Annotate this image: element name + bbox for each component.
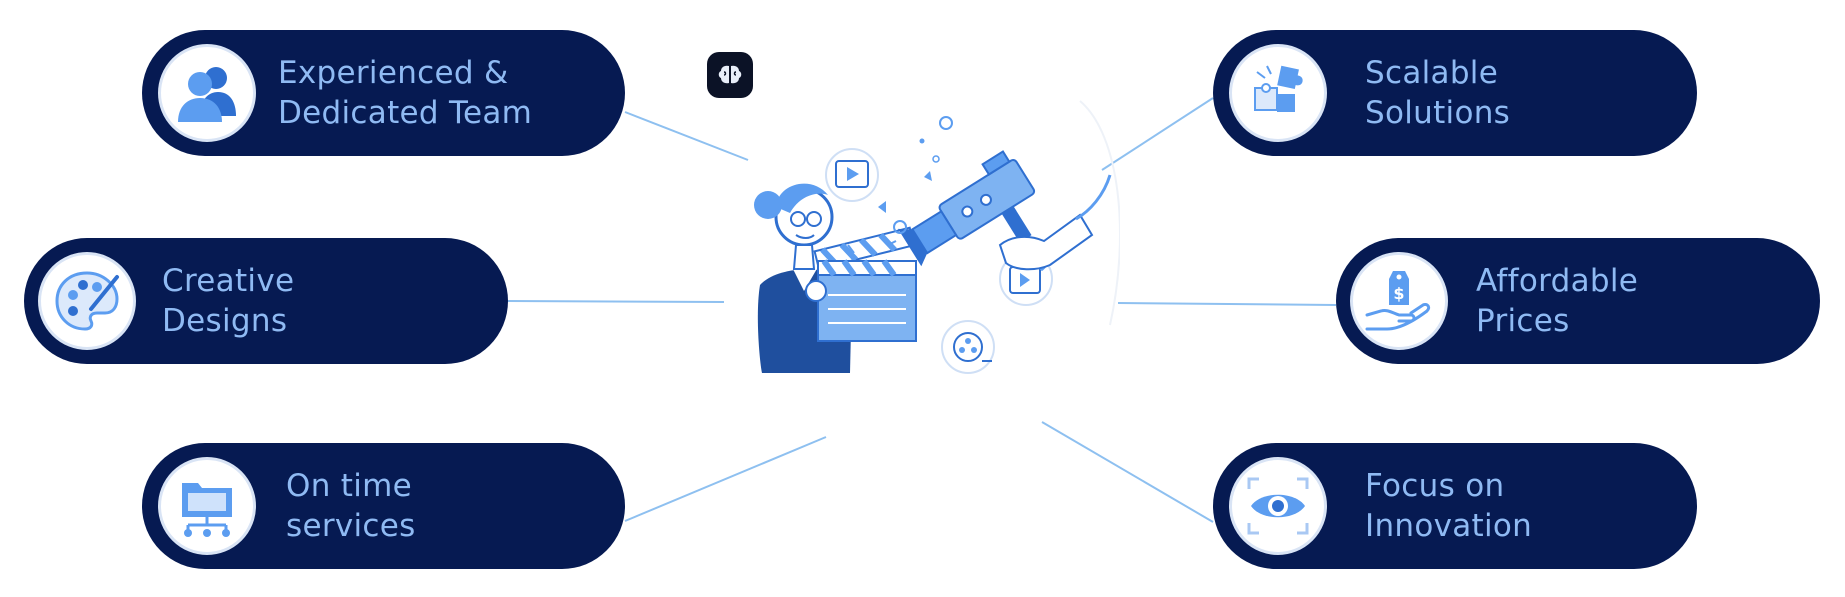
eye-focus-icon <box>1247 477 1309 535</box>
feature-label-line-2: Designs <box>162 303 288 339</box>
confetti-decoration <box>847 116 953 254</box>
feature-pill-on-time-services: On time services <box>142 443 625 569</box>
connector-scalable-solutions <box>1101 97 1214 171</box>
feature-pill-focus-innovation: Focus on Innovation <box>1213 443 1697 569</box>
feature-label-line-2: Prices <box>1476 303 1570 339</box>
paint-palette-icon <box>55 271 119 331</box>
feature-badge: $ <box>1350 252 1448 350</box>
feature-pill-creative-designs: Creative Designs <box>24 238 508 364</box>
feature-pill-scalable-solutions: Scalable Solutions <box>1213 30 1697 156</box>
feature-label-line-1: Focus on <box>1365 468 1505 504</box>
feature-label-line-2: Solutions <box>1365 95 1511 131</box>
feature-badge <box>1229 457 1327 555</box>
feature-label: Creative Designs <box>162 261 294 341</box>
feature-label-line-1: Creative <box>162 263 295 299</box>
feature-badge <box>38 252 136 350</box>
feature-badge <box>1229 44 1327 142</box>
puzzle-pieces-icon <box>1254 65 1303 112</box>
brain-badge <box>707 52 753 98</box>
feature-label: Affordable Prices <box>1476 261 1638 341</box>
connector-experienced-team <box>624 111 749 161</box>
connector-creative-designs <box>507 300 725 303</box>
feature-pill-affordable-prices: $ Affordable Prices <box>1336 238 1820 364</box>
movie-camera-icon <box>897 150 1112 271</box>
feature-label: On time services <box>286 466 416 546</box>
feature-badge <box>158 457 256 555</box>
feature-label-line-1: Scalable <box>1365 55 1499 91</box>
feature-label: Focus on Innovation <box>1365 466 1532 546</box>
video-production-illustration-icon <box>754 100 1120 374</box>
feature-label-line-2: services <box>286 508 416 544</box>
brain-icon <box>718 65 742 84</box>
svg-text:$: $ <box>1393 284 1404 303</box>
feature-label-line-1: Affordable <box>1476 263 1639 299</box>
feature-pill-experienced-team: Experienced & Dedicated Team <box>142 30 625 156</box>
feature-label-line-1: On time <box>286 468 413 504</box>
connector-on-time-services <box>624 436 827 522</box>
folder-network-icon <box>182 483 232 537</box>
feature-label-line-2: Dedicated Team <box>278 95 533 131</box>
feature-label-line-1: Experienced & <box>278 55 509 91</box>
clapperboard-icon <box>805 226 917 342</box>
feature-label: Experienced & Dedicated Team <box>278 53 532 133</box>
connector-focus-innovation <box>1041 421 1214 523</box>
film-reel-icon <box>941 320 995 374</box>
team-users-icon <box>178 67 236 122</box>
price-tag-hand-icon: $ <box>1365 271 1431 331</box>
play-video-icon <box>825 148 879 202</box>
feature-label-line-2: Innovation <box>1365 508 1533 544</box>
feature-label: Scalable Solutions <box>1365 53 1510 133</box>
connector-affordable-prices <box>1117 302 1337 306</box>
feature-badge <box>158 44 256 142</box>
